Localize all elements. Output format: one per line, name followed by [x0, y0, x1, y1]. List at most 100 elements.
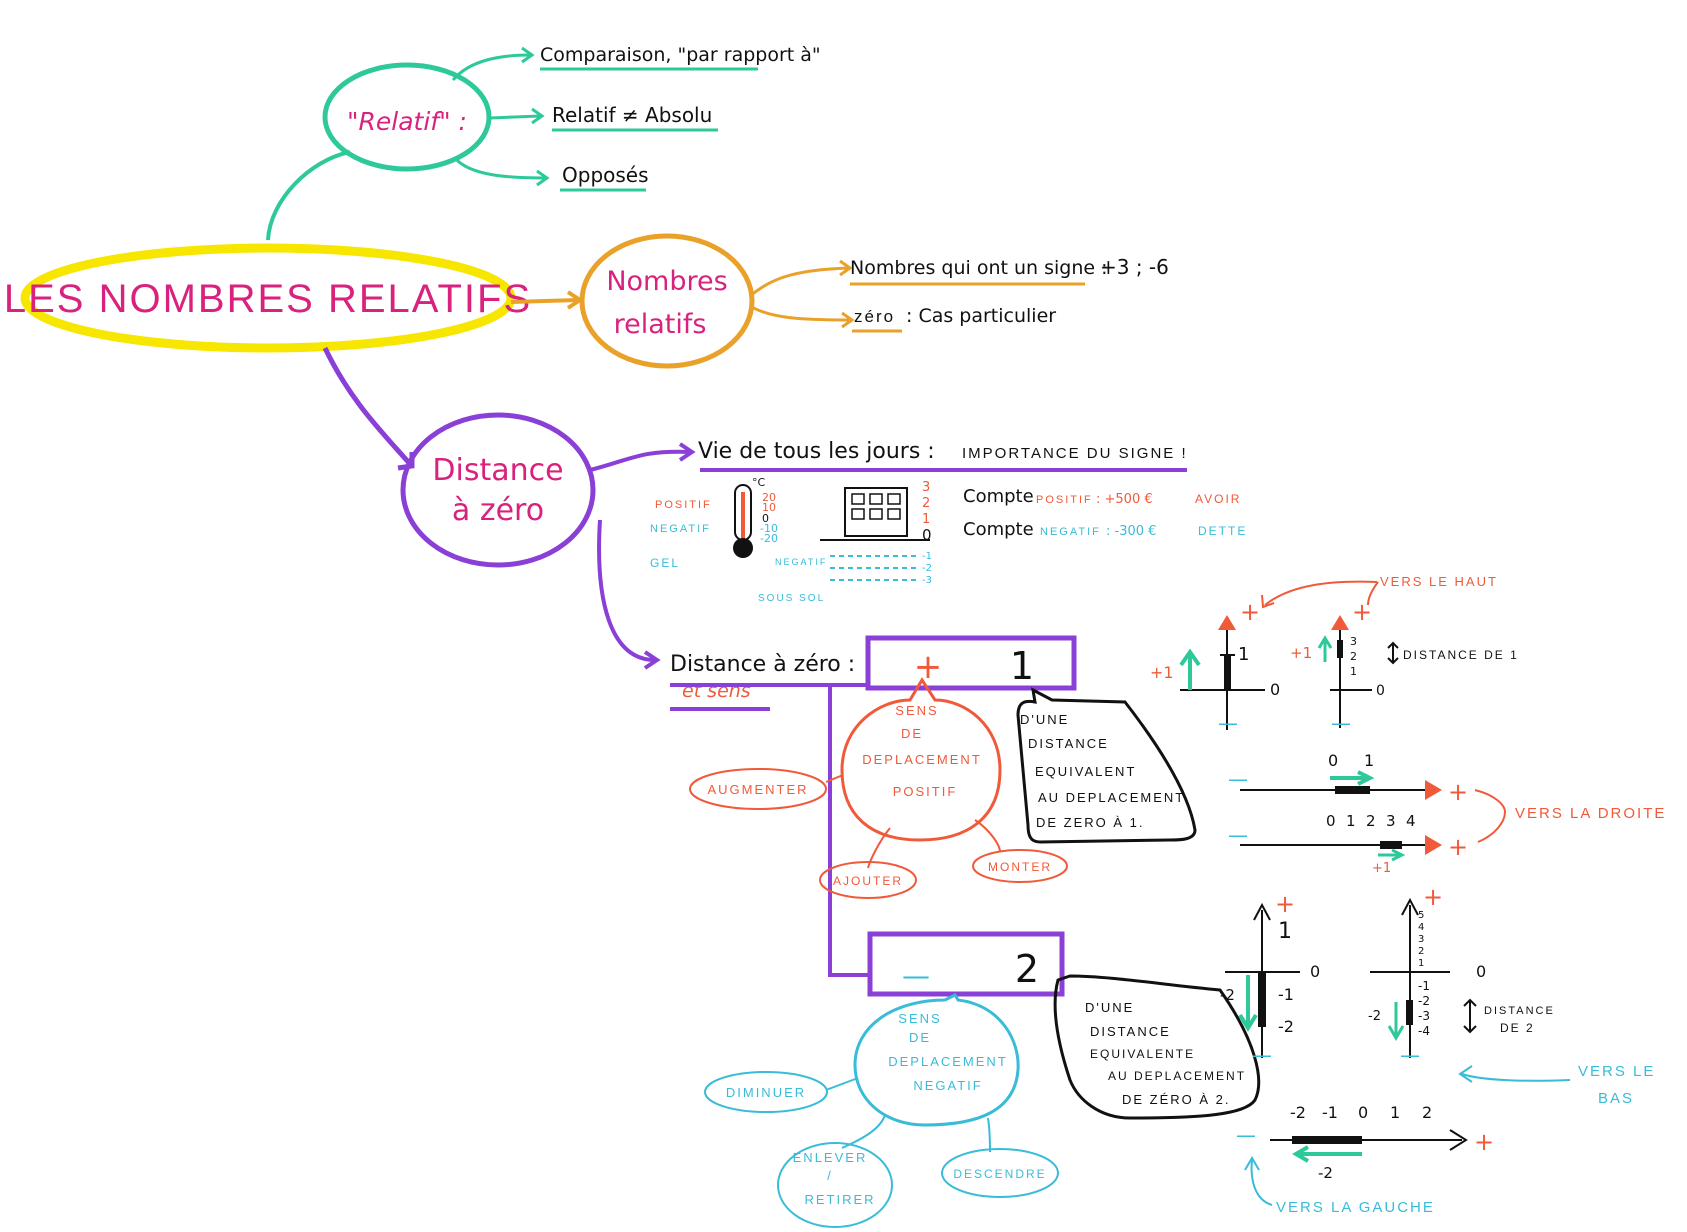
distance-node-outline	[400, 412, 596, 568]
v-axis-2-distance-marker	[1387, 641, 1399, 665]
h-axis-1-t1: 1	[1364, 751, 1374, 770]
h-axis-1-green-arrow	[1330, 770, 1375, 786]
h-axis-1-bar	[1335, 786, 1370, 794]
verb-diminuer: DIMINUER	[726, 1085, 806, 1100]
verb-augmenter: AUGMENTER	[707, 782, 808, 797]
compte1-label: Compte	[963, 486, 1034, 507]
thermometer: POSITIF NEGATIF GEL °C 20 10 0 -10 -20	[650, 476, 778, 570]
v-axis-2-green-arrow	[1317, 635, 1333, 662]
h-axis-2-t2: 2	[1366, 812, 1376, 830]
relatif-node-outline	[322, 62, 492, 172]
vers-haut-label: VERS LE HAUT	[1380, 574, 1498, 589]
h-axis-3-bar	[1292, 1136, 1362, 1144]
negative-value: 2	[1015, 947, 1039, 991]
v-axis-2-zero: 0	[1376, 683, 1385, 699]
v-axis-4-zero: 0	[1476, 962, 1486, 981]
h-axis-2-bar	[1380, 841, 1402, 849]
distance-node-line1: Distance	[432, 453, 563, 488]
verb-retirer: RETIRER	[804, 1192, 875, 1207]
v-axis-2-minus: —	[1331, 711, 1351, 735]
v-axis-3-tm2: -2	[1278, 1017, 1294, 1036]
verb-descendre: DESCENDRE	[953, 1167, 1046, 1181]
connector-verb-ajouter	[867, 827, 891, 869]
positive-box: + 1 SENS DE DEPLACEMENT POSITIF AUGMENTE…	[689, 635, 1197, 899]
verb-ajouter-outline	[819, 861, 917, 899]
v-axis-4-distance-l1: DISTANCE	[1484, 1005, 1555, 1017]
branch-distance: Distance à zéro Vie de tous les jours : …	[322, 346, 1245, 977]
floor-m2: -2	[922, 563, 932, 574]
verb-monter-outline	[972, 849, 1068, 883]
positive-vertical-axes: VERS LE HAUT + 1 0 +1 — + 3 2 1 0 +1 DIS…	[1150, 574, 1519, 735]
h-axis-2-plus1: +1	[1372, 861, 1391, 876]
distance-node-line2: à zéro	[452, 493, 544, 528]
building-negatif: NEGATIF	[775, 557, 827, 567]
bubble-positif-l2: DE	[901, 726, 923, 741]
v-axis-1-tip	[1218, 615, 1236, 630]
compte2-amount: : -300 €	[1106, 524, 1156, 539]
v-axis-4-t3: 3	[1418, 934, 1424, 945]
connector-verb-augmenter	[825, 774, 844, 783]
arrowhead-relatif-item2	[531, 107, 545, 125]
callout-positif-l4: AU DEPLACEMENT	[1038, 790, 1185, 805]
h-axis-2-t4: 4	[1406, 812, 1416, 830]
building-window-4	[851, 508, 865, 520]
vers-gauche-arrow-head	[1244, 1156, 1260, 1171]
verb-diminuer-outline	[704, 1071, 828, 1113]
connector-distance-vie	[589, 449, 691, 472]
v-axis-3-one: 1	[1278, 919, 1292, 944]
connector-central-distance	[322, 346, 412, 466]
arrowhead-nombres-item2	[841, 311, 855, 329]
thermo-tick-m20: -20	[760, 532, 778, 545]
connector-relatif-item1	[451, 53, 531, 81]
branch-nombres: Nombres relatifs Nombres qui ont un sign…	[510, 233, 1169, 369]
floor-1: 1	[922, 512, 930, 527]
thermo-tick-0: 0	[762, 512, 769, 525]
h-axis-3-plus: +	[1474, 1128, 1494, 1156]
connector-distance-des	[597, 519, 656, 662]
building-window-5	[869, 508, 883, 520]
nombres-node-line2: relatifs	[614, 309, 707, 340]
v-axis-4-tm3: -3	[1418, 1009, 1430, 1023]
v-axis-2-distance: DISTANCE DE 1	[1403, 648, 1519, 662]
thermo-gel: GEL	[650, 556, 680, 570]
v-axis-2-t3: 3	[1350, 635, 1357, 648]
nombres-node-outline	[579, 233, 755, 369]
callout-negatif-l3: EQUIVALENTE	[1090, 1047, 1195, 1061]
h-axis-3-t0: 0	[1358, 1103, 1368, 1122]
v-axis-4-t2: 2	[1418, 946, 1424, 957]
positive-box-outline	[865, 635, 1077, 691]
v-axis-4-green-arrow	[1387, 1002, 1405, 1041]
negative-box-outline	[867, 931, 1065, 997]
relatif-node-title: "Relatif" :	[347, 107, 467, 136]
v-axis-3-tm1: -1	[1278, 985, 1294, 1004]
v-axis-4-bar	[1406, 1000, 1413, 1025]
connector-nombres-item2	[749, 304, 851, 322]
central-node-title: LES NOMBRES RELATIFS	[4, 277, 532, 321]
connector-relatif-item3	[453, 156, 546, 180]
v-axis-4-t5: 5	[1418, 910, 1424, 921]
arrowhead-relatif-item1	[521, 46, 535, 64]
verb-enlever-sep: /	[827, 1168, 833, 1183]
v-axis-1-bar	[1224, 655, 1231, 690]
callout-negatif-outline	[1053, 974, 1261, 1120]
floor-0: 0	[922, 526, 932, 544]
compte1-sign: POSITIF	[1036, 494, 1093, 506]
building-window-2	[869, 493, 883, 505]
h-axis-1-minus: —	[1228, 767, 1248, 791]
nombres-item-signe: Nombres qui ont un signe :	[850, 257, 1108, 279]
h-axis-1-t0: 0	[1328, 751, 1338, 770]
v-axis-2-plus1: +1	[1290, 644, 1312, 662]
arrowhead-nombres-item1	[839, 259, 853, 277]
thermo-bulb	[733, 538, 753, 558]
v-axis-1-zero: 0	[1270, 680, 1280, 699]
branch-relatif: "Relatif" : Comparaison, "par rapport à"…	[266, 44, 821, 241]
vers-bas-arrow-head	[1458, 1065, 1473, 1083]
building-window-6	[887, 508, 901, 520]
negative-vertical-axes: + 1 0 -1 -2 -2 — + 5 4 3 2 1 0 -1 -2 -3 …	[1220, 883, 1653, 1107]
building-window-1	[851, 493, 865, 505]
v-axis-1-one: 1	[1238, 644, 1249, 665]
positive-value: 1	[1010, 644, 1034, 688]
building-window-3	[887, 493, 901, 505]
